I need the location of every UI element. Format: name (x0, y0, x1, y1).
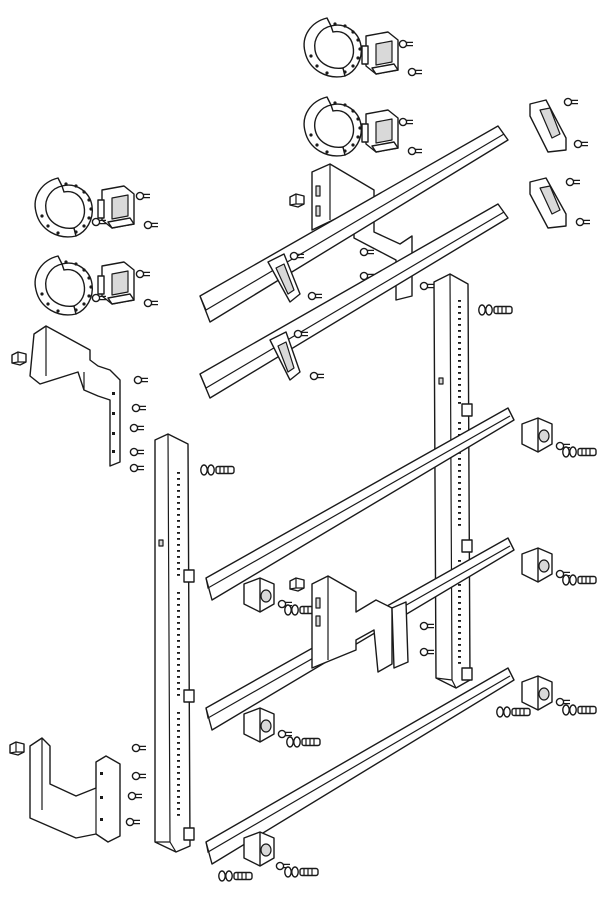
rail-clip-top-1 (267, 251, 323, 303)
right-vertical-rail (433, 273, 473, 689)
clamp-right-2 (521, 547, 597, 586)
ring-bracket-left-1 (34, 177, 159, 238)
bolt-set-left-rail (200, 464, 235, 476)
left-top-bracket (11, 325, 149, 473)
ring-bracket-top-1 (303, 17, 423, 78)
bolt-set-lower-right (496, 706, 531, 718)
left-vertical-rail (154, 433, 195, 853)
cross-rail-1 (205, 407, 515, 601)
rail-clip-top-2 (269, 329, 325, 381)
clamp-left-2 (243, 707, 321, 748)
side-clip-right-1 (529, 97, 589, 153)
cross-rail-3 (205, 667, 515, 865)
clamp-right-1 (521, 417, 597, 458)
side-clip-right-2 (529, 177, 591, 229)
left-bottom-bracket (9, 737, 147, 843)
middle-mounting-bracket (289, 575, 435, 673)
ring-bracket-top-2 (303, 96, 423, 157)
bolt-set-upper-right (478, 304, 513, 316)
bolt-set-bottom-left (218, 870, 253, 882)
clamp-right-3 (521, 675, 597, 716)
clamp-left-3 (243, 831, 319, 878)
ring-bracket-left-2 (34, 255, 159, 316)
clamp-left-1 (243, 577, 319, 616)
